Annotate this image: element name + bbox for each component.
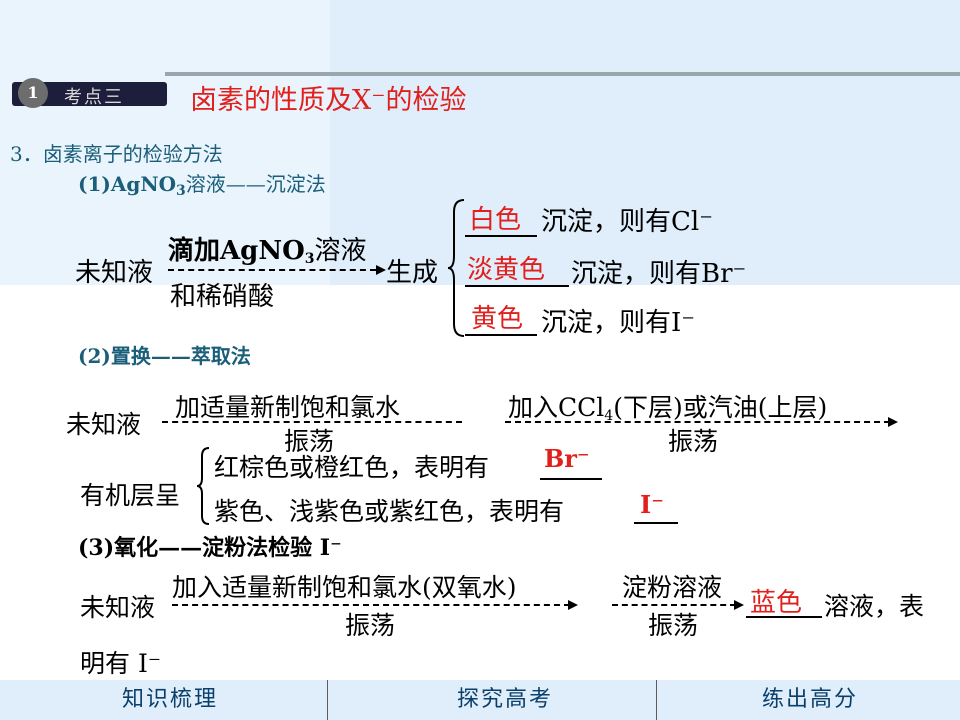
outcome-1-blank: Br⁻: [544, 444, 590, 473]
method2-label: (2)置换——萃取法: [78, 344, 251, 368]
branch-2-blank: 淡黄色: [467, 255, 546, 285]
method2-arrow1-top: 加适量新制饱和氯水: [175, 393, 401, 422]
outcome-2-blank: I⁻: [640, 490, 664, 519]
branch-3-blank: 黄色: [471, 304, 524, 334]
method3-label: (3)氧化——淀粉法检验 I⁻: [78, 535, 342, 561]
bottom-nav: 知识梳理 探究高考 练出高分: [0, 680, 960, 720]
method3-arrow2-top: 淀粉溶液: [622, 573, 723, 602]
nav-explore-exam[interactable]: 探究高考: [456, 687, 553, 712]
method3-arrow2-line: [612, 604, 736, 606]
method3-arrow1-top: 加入适量新制饱和氯水(双氧水): [172, 573, 517, 602]
nav-knowledge[interactable]: 知识梳理: [121, 687, 218, 712]
branch-2-underline: [465, 285, 569, 287]
method2-arrow2-top-suffix: (下层)或汽油(上层): [613, 393, 828, 422]
method2-arrow2-top: 加入CCl4(下层)或汽油(上层): [508, 388, 827, 424]
method2-arrow2-line: [505, 421, 890, 423]
method1-arrow-top: 滴加AgNO3溶液: [168, 230, 367, 267]
method2-brace: [196, 447, 210, 525]
method1-brace-path: [447, 199, 465, 337]
method2-arrow2-top-sub: 4: [604, 408, 614, 424]
method2-result-label: 有机层呈: [80, 481, 181, 510]
background-left-strip: [0, 0, 330, 285]
method3-arrow2-head: [734, 600, 744, 610]
method1-label: (1)AgNO3溶液——沉淀法: [78, 168, 326, 199]
nav-separator-1: [327, 680, 328, 720]
method2-arrow2-top-prefix: 加入CCl: [508, 393, 605, 422]
method1-label-prefix: (1)AgNO: [78, 172, 177, 196]
method1-arrow-bottom: 和稀硝酸: [170, 282, 275, 312]
method2-start: 未知液: [66, 410, 142, 439]
outcome-1-underline: [540, 478, 602, 480]
method2-arrow2-head: [888, 417, 898, 427]
branch-1-text: 沉淀，则有Cl⁻: [541, 207, 713, 237]
nav-high-score[interactable]: 练出高分: [761, 687, 858, 712]
branch-3-text: 沉淀，则有I⁻: [541, 308, 695, 338]
header-rule: [165, 72, 960, 76]
method1-result: 生成: [386, 258, 439, 288]
method3-arrow1-head: [568, 600, 578, 610]
method3-arrow2-bottom: 振荡: [648, 611, 699, 640]
method3-blank-underline: [746, 616, 822, 618]
method3-arrow1-bottom: 振荡: [345, 611, 396, 640]
method2-arrow1-line: [162, 421, 462, 423]
header-badge: 1 考点三: [12, 78, 167, 108]
method1-arrow-top-suffix: 溶液: [314, 236, 367, 266]
method1-arrow-line: [168, 269, 376, 271]
method2-brace-path: [196, 447, 210, 525]
method3-arrow1-line: [172, 604, 570, 606]
outcome-2-text: 紫色、浅紫色或紫红色，表明有: [214, 497, 565, 526]
page-title: 卤素的性质及X⁻的检验: [190, 85, 467, 116]
branch-1-blank: 白色: [469, 205, 522, 235]
method1-label-sub: 3: [176, 183, 186, 199]
method1-arrowhead: [376, 265, 386, 275]
outcome-1-text: 红棕色或橙红色，表明有: [214, 453, 490, 482]
method1-brace: [447, 199, 465, 337]
method1-arrow-top-sub: 3: [304, 251, 315, 267]
branch-2-text: 沉淀，则有Br⁻: [571, 259, 747, 289]
method2-arrow2-bottom: 振荡: [668, 427, 719, 456]
method1-start: 未知液: [75, 258, 154, 288]
nav-separator-2: [656, 680, 657, 720]
method3-blank: 蓝色: [750, 588, 803, 618]
badge-label: 考点三: [64, 87, 124, 108]
method1-arrow-top-prefix: 滴加AgNO: [168, 236, 305, 266]
background-top-right: [330, 0, 960, 285]
section-heading: 3．卤素离子的检验方法: [10, 142, 223, 166]
method3-start: 未知液: [80, 593, 156, 622]
method3-text-after: 溶液，表: [824, 592, 925, 621]
branch-1-underline: [465, 235, 537, 237]
badge-number: 1: [18, 78, 48, 108]
method2-arrow1-bottom: 振荡: [284, 427, 335, 456]
method3-line2: 明有 I⁻: [80, 649, 162, 678]
branch-3-underline: [465, 334, 537, 336]
outcome-2-underline: [634, 522, 678, 524]
method1-label-suffix: 溶液——沉淀法: [185, 172, 326, 196]
